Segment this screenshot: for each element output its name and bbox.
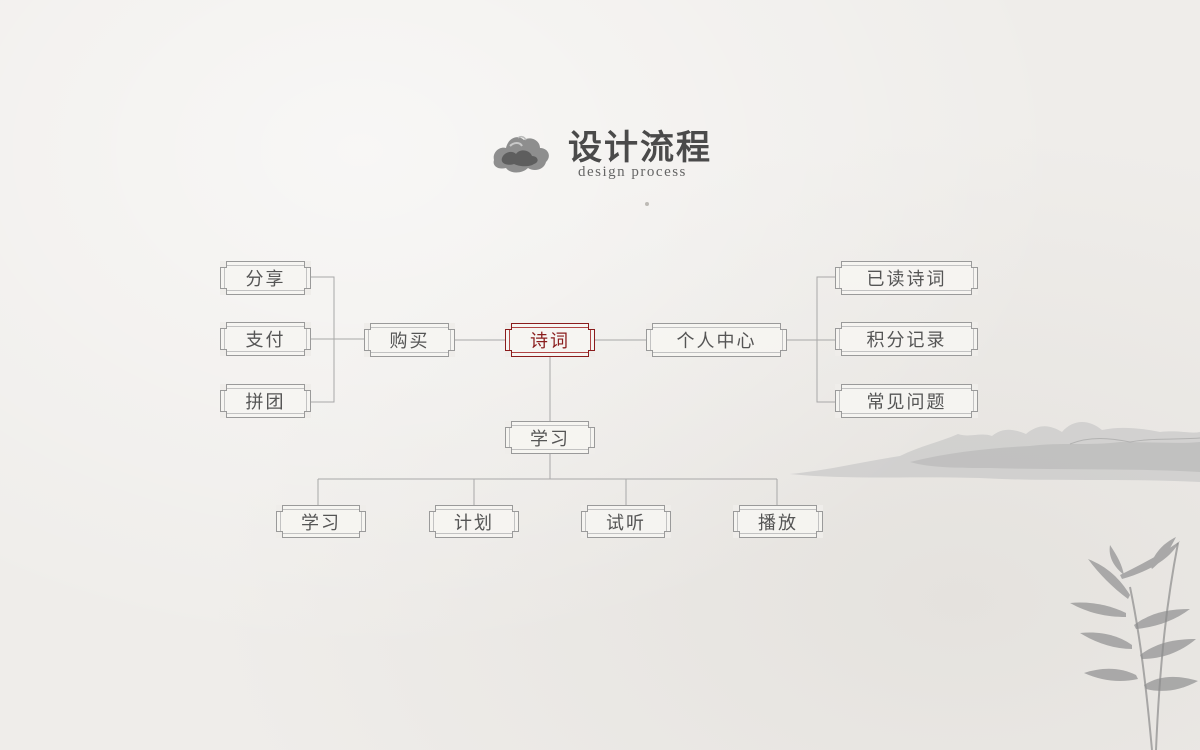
node-personal-center[interactable]: 个人中心 <box>646 323 787 357</box>
node-label: 已读诗词 <box>866 269 947 290</box>
decorative-dot <box>645 202 649 206</box>
node-points-record[interactable]: 积分记录 <box>835 322 978 356</box>
node-label: 播放 <box>758 512 798 534</box>
node-label: 计划 <box>454 512 494 534</box>
node-label: 常见问题 <box>866 392 947 413</box>
node-play[interactable]: 播放 <box>733 505 823 538</box>
mountain-icon <box>790 422 1200 482</box>
node-label: 学习 <box>530 428 570 450</box>
node-learn[interactable]: 学习 <box>276 505 366 538</box>
node-label: 积分记录 <box>866 330 947 351</box>
node-root-poetry[interactable]: 诗词 <box>505 323 595 357</box>
node-label: 分享 <box>245 269 286 290</box>
ink-stone-icon <box>493 135 549 173</box>
page-subtitle: design process <box>578 164 687 180</box>
node-label: 购买 <box>389 331 430 352</box>
node-label: 学习 <box>301 512 341 534</box>
node-share[interactable]: 分享 <box>220 261 311 295</box>
node-label: 个人中心 <box>676 331 757 352</box>
node-label: 支付 <box>245 330 286 351</box>
page-title: 设计流程 <box>568 128 712 168</box>
node-audition[interactable]: 试听 <box>581 505 671 538</box>
bamboo-icon <box>1070 537 1198 750</box>
node-label: 诗词 <box>530 331 570 352</box>
node-label: 试听 <box>606 512 646 534</box>
node-label: 拼团 <box>245 392 286 413</box>
node-read-poems[interactable]: 已读诗词 <box>835 261 978 295</box>
node-pay[interactable]: 支付 <box>220 322 311 356</box>
node-purchase[interactable]: 购买 <box>364 323 455 357</box>
node-plan[interactable]: 计划 <box>429 505 519 538</box>
node-faq[interactable]: 常见问题 <box>835 384 978 418</box>
node-study[interactable]: 学习 <box>505 421 595 454</box>
node-group-buy[interactable]: 拼团 <box>220 384 311 418</box>
